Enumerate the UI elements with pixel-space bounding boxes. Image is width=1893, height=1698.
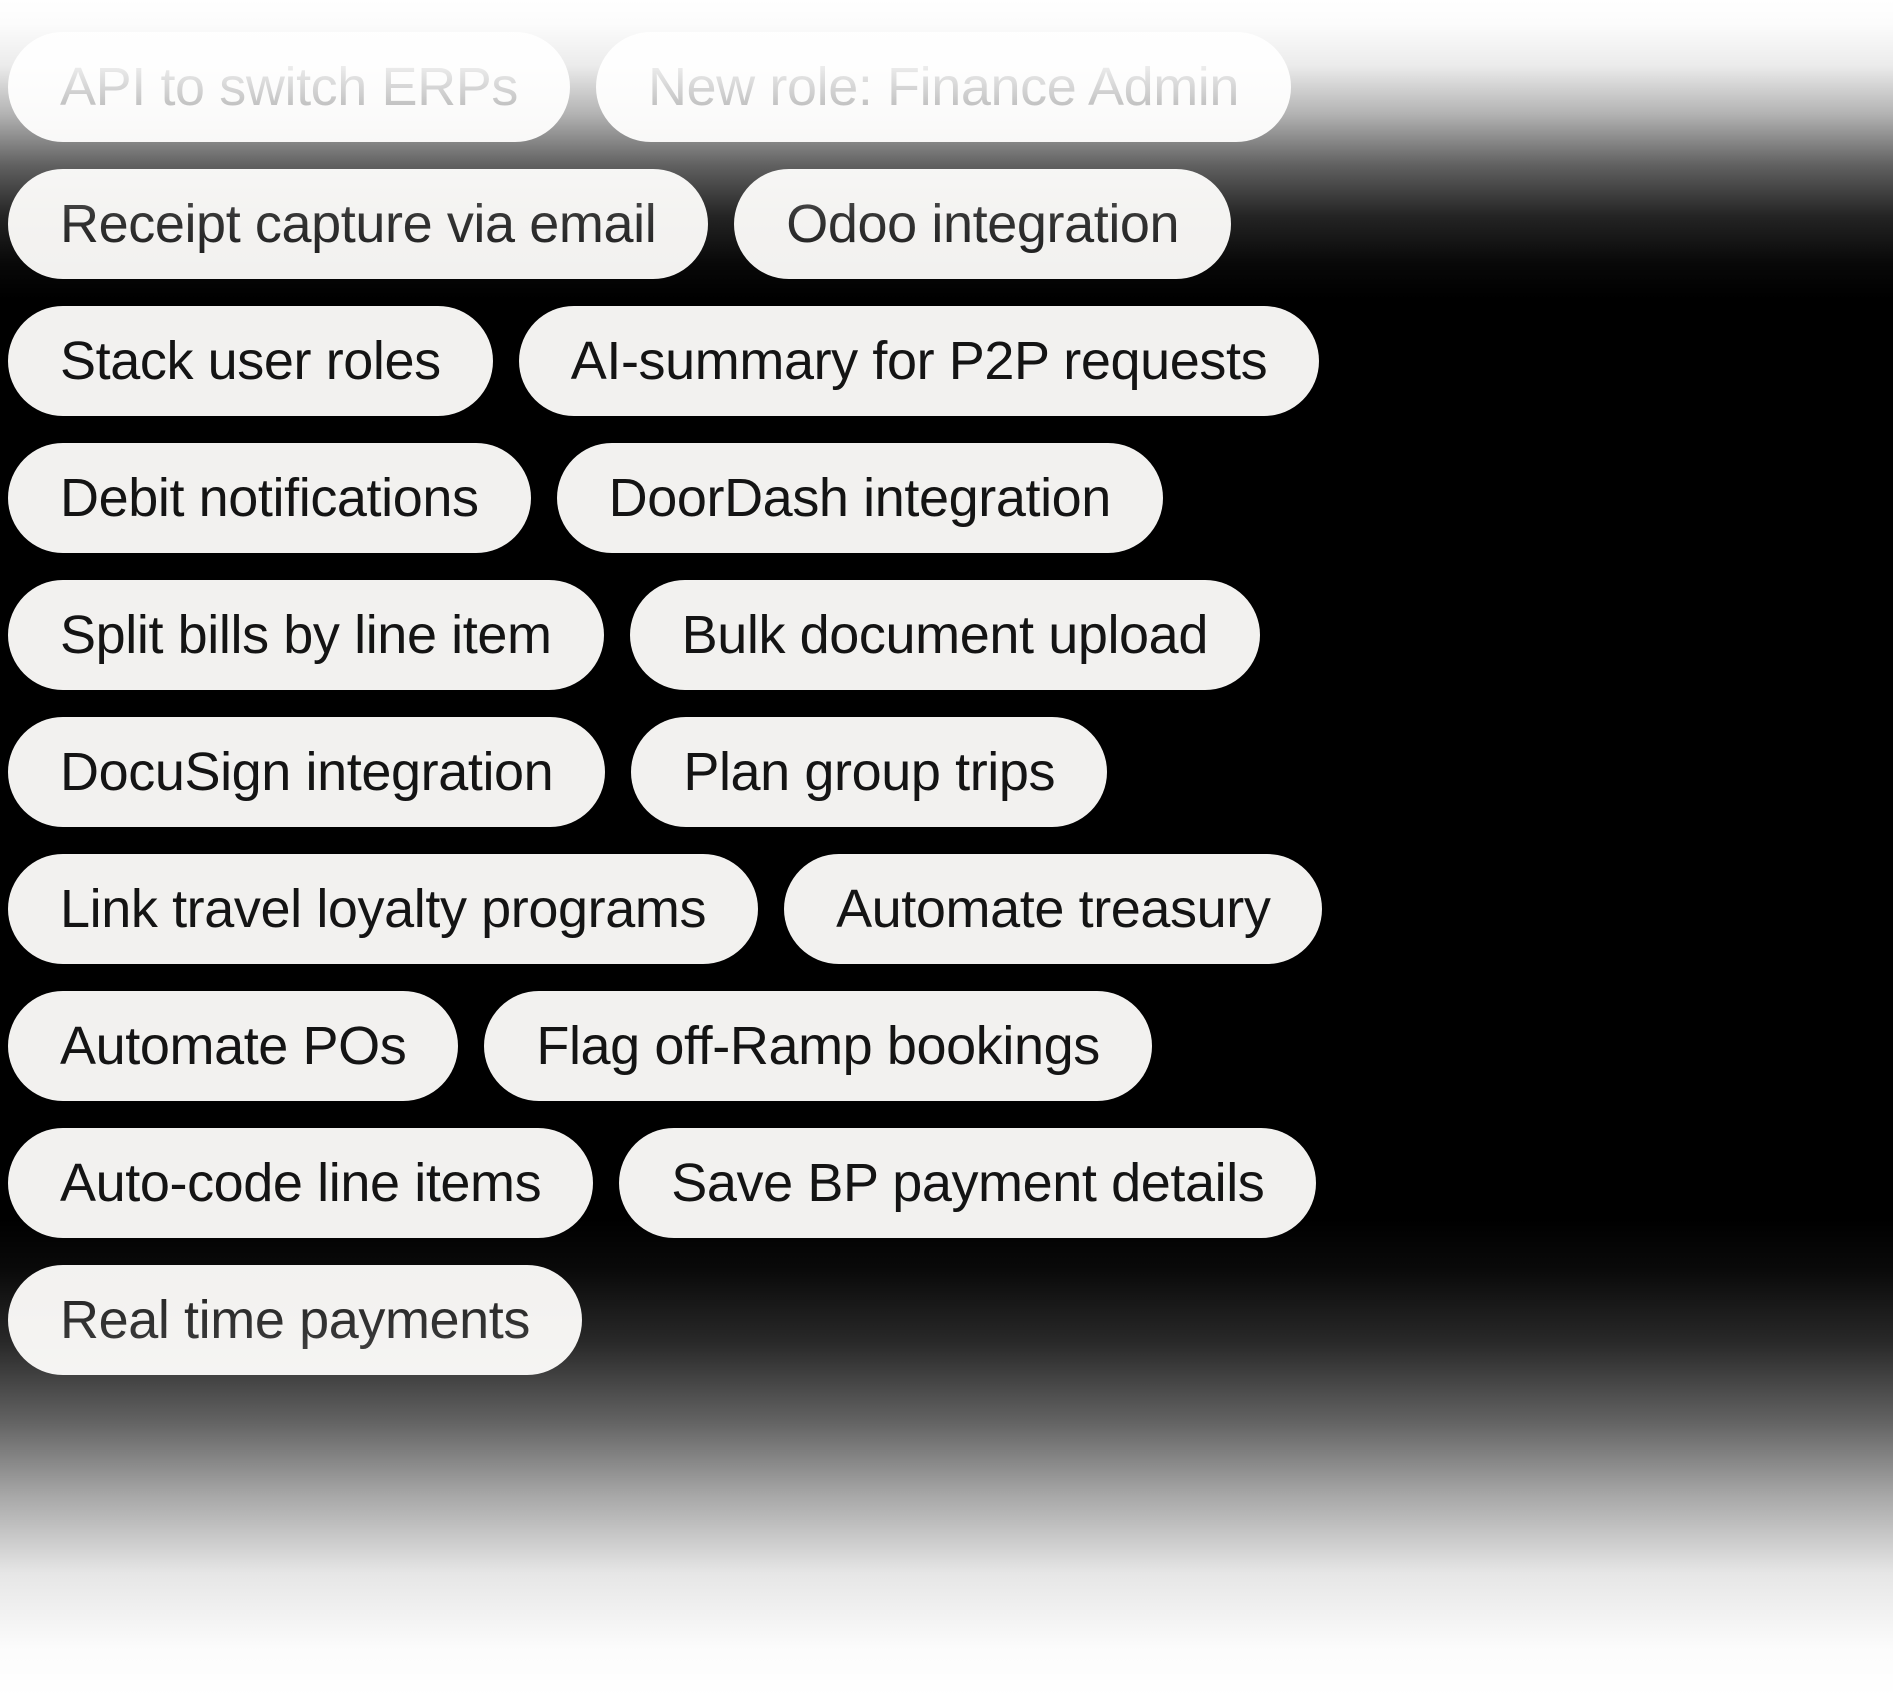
tag-pill[interactable]: Split bills by line item [8,580,604,690]
tag-pill[interactable]: Stack user roles [8,306,493,416]
tag-pill[interactable]: Receipt capture via email [8,169,709,279]
tag-pill[interactable]: Link travel loyalty programs [8,854,759,964]
tag-pill[interactable]: New role: Finance Admin [595,32,1292,142]
tag-pill[interactable]: DoorDash integration [556,443,1163,553]
tag-pill[interactable]: Debit notifications [8,443,531,553]
tag-pill[interactable]: Real time payments [8,1265,582,1375]
tag-row: Real time payments [0,1265,1893,1375]
tag-pill[interactable]: DocuSign integration [8,717,606,827]
tag-pill[interactable]: API to switch ERPs [8,32,570,142]
tag-pill[interactable]: Automate treasury [784,854,1323,964]
tag-pill[interactable]: Odoo integration [734,169,1232,279]
tag-pill[interactable]: Automate POs [8,991,459,1101]
tag-pill[interactable]: Save BP payment details [619,1128,1317,1238]
tag-pill[interactable]: AI-summary for P2P requests [518,306,1320,416]
tag-pill[interactable]: Bulk document upload [629,580,1260,690]
tag-pill[interactable]: Plan group trips [631,717,1108,827]
tag-pill[interactable]: Auto-code line items [8,1128,594,1238]
tag-pill[interactable]: Flag off-Ramp bookings [484,991,1152,1101]
